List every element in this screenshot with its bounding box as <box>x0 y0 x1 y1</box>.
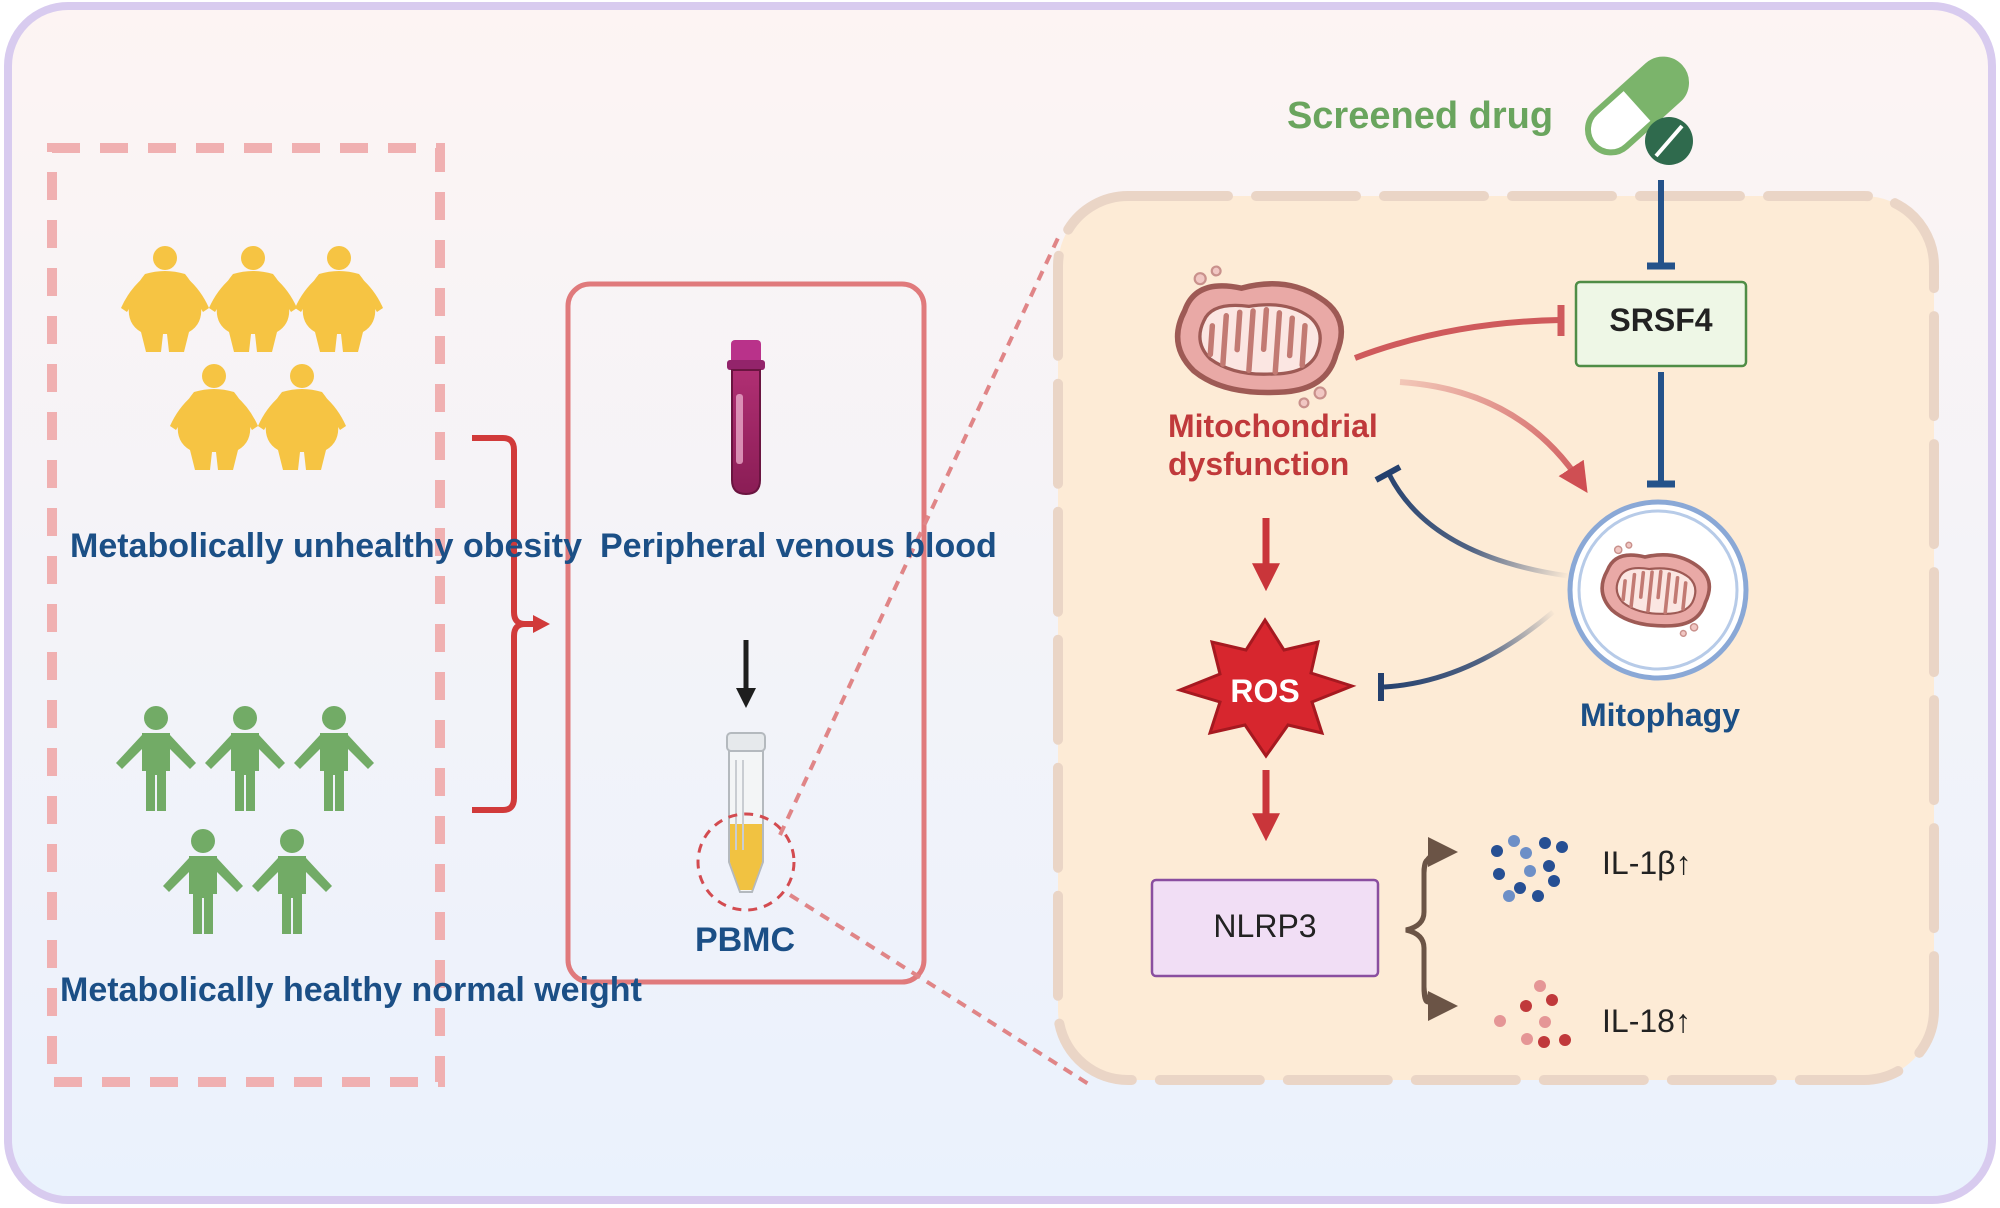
zoom-line-top <box>778 237 1060 836</box>
capsule-icon <box>1584 56 1690 156</box>
srsf4-label: SRSF4 <box>1609 302 1713 338</box>
il18-label: IL-18↑ <box>1602 1003 1691 1039</box>
mito-srsf4-inhibition <box>1353 317 1561 361</box>
obese-group-label: Metabolically unhealthy obesity <box>70 527 583 565</box>
mitophagy-label: Mitophagy <box>1580 697 1740 733</box>
ros-label: ROS <box>1230 673 1300 709</box>
il1b-particles <box>1491 835 1568 902</box>
pbmc-highlight-circle <box>696 812 796 912</box>
pbmc-label: PBMC <box>694 921 796 959</box>
il18-particles <box>1494 980 1571 1048</box>
mitophagy-mito-inhibition <box>1386 472 1569 579</box>
blood-label: Peripheral venous blood <box>600 527 997 565</box>
il1b-arrow <box>1421 837 1458 874</box>
zoom-line-bottom <box>788 893 1092 1087</box>
nlrp3-box <box>1150 878 1380 978</box>
mito-dysfunction-label: Mitochondrial dysfunction <box>1168 408 1378 482</box>
il18-arrow <box>1421 986 1458 1021</box>
tablet-icon <box>1645 117 1693 165</box>
srsf4-box <box>1574 280 1748 368</box>
healthy-group-label: Metabolically healthy normal weight <box>60 971 642 1009</box>
conical-tube-icon <box>726 732 766 893</box>
cell-membrane <box>1053 191 1939 1085</box>
screened-drug-label: Screened drug <box>1286 95 1554 137</box>
cohort-dashed-box <box>47 143 445 1087</box>
il1b-label: IL-1β↑ <box>1602 845 1692 881</box>
sample-box <box>565 281 927 985</box>
mito-mitophagy-arrow <box>1399 379 1588 494</box>
blood-tube-icon <box>727 340 765 496</box>
starburst-icon <box>1175 617 1357 759</box>
mitophagy-ros-inhibition <box>1383 610 1555 690</box>
nlrp3-label: NLRP3 <box>1213 908 1317 944</box>
